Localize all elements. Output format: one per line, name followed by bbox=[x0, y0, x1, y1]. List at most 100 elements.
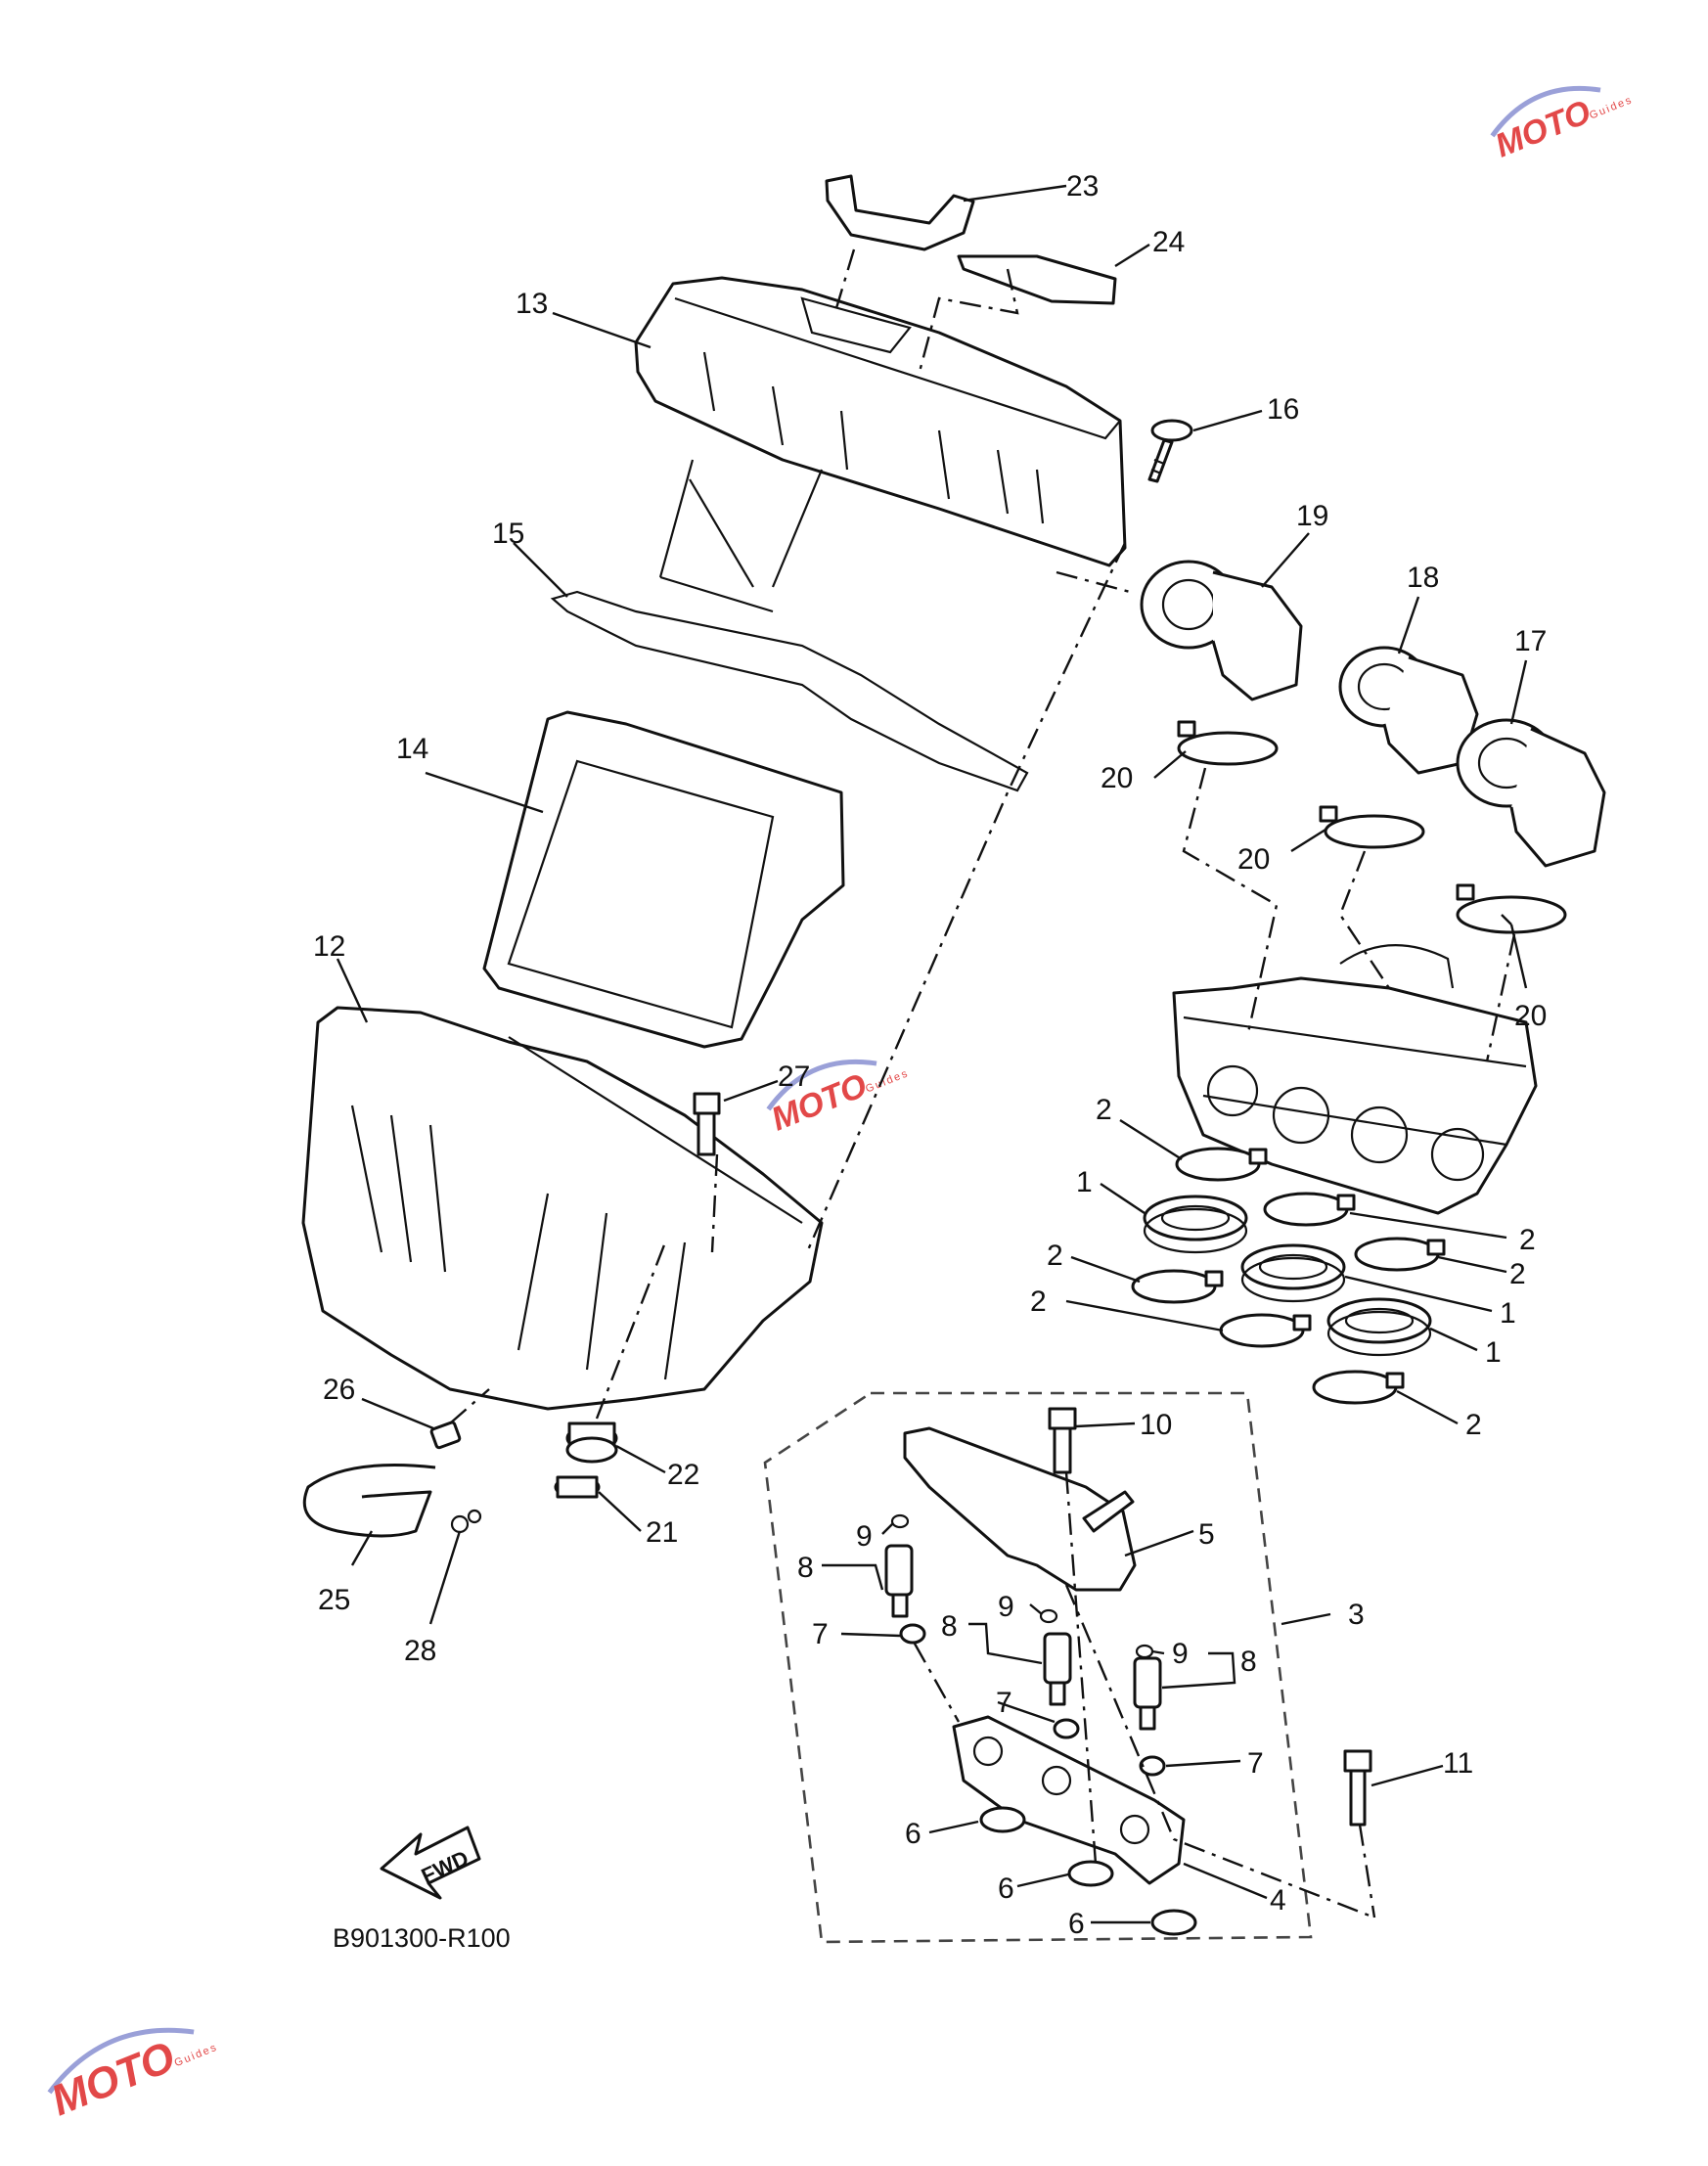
callout-2-f: 2 bbox=[1465, 1409, 1482, 1441]
intake-duct-19 bbox=[1140, 560, 1303, 701]
watermark-brand: MOTO bbox=[45, 2033, 182, 2126]
callout-6-c: 6 bbox=[1068, 1908, 1085, 1940]
callout-25: 25 bbox=[318, 1584, 350, 1616]
callout-17: 17 bbox=[1514, 625, 1547, 657]
o-ring bbox=[890, 1513, 910, 1529]
callout-9-b: 9 bbox=[998, 1591, 1014, 1623]
callout-14: 14 bbox=[396, 733, 428, 765]
callout-20-c: 20 bbox=[1514, 1000, 1547, 1032]
injector-assembly-boundary bbox=[763, 1391, 1313, 1944]
callout-2-b: 2 bbox=[1519, 1224, 1536, 1256]
damper bbox=[565, 1421, 618, 1464]
grommet bbox=[899, 1623, 926, 1645]
callout-9-c: 9 bbox=[1172, 1638, 1189, 1670]
intake-joint bbox=[1143, 1195, 1248, 1254]
callout-5: 5 bbox=[1198, 1518, 1215, 1551]
joint-clamp bbox=[1219, 1313, 1312, 1348]
o-ring bbox=[1039, 1608, 1058, 1624]
intake-joint bbox=[1326, 1297, 1432, 1357]
screw bbox=[1147, 419, 1193, 483]
bolt bbox=[693, 1092, 721, 1156]
callout-28: 28 bbox=[404, 1635, 436, 1667]
callout-21: 21 bbox=[646, 1516, 678, 1549]
hose-clamp bbox=[1319, 805, 1425, 849]
callout-7-c: 7 bbox=[1247, 1747, 1264, 1780]
injector-holder bbox=[952, 1715, 1186, 1885]
callout-7-a: 7 bbox=[812, 1618, 829, 1650]
callout-19: 19 bbox=[1296, 500, 1328, 532]
joint-clamp bbox=[1175, 1147, 1268, 1182]
drawing-code: B901300-R100 bbox=[333, 1923, 511, 1953]
callout-7-b: 7 bbox=[996, 1687, 1012, 1719]
callout-20-b: 20 bbox=[1237, 843, 1270, 876]
seal bbox=[1067, 1860, 1114, 1887]
top-stay bbox=[825, 174, 975, 251]
watermark-brand: MOTO bbox=[1490, 93, 1596, 164]
callout-13: 13 bbox=[516, 288, 548, 320]
callout-18: 18 bbox=[1407, 562, 1439, 594]
joint-clamp bbox=[1131, 1269, 1224, 1304]
bolt bbox=[1048, 1407, 1077, 1474]
callout-11: 11 bbox=[1443, 1747, 1473, 1780]
callout-2-a: 2 bbox=[1096, 1094, 1112, 1126]
collar bbox=[554, 1475, 601, 1499]
callout-6-a: 6 bbox=[905, 1818, 921, 1850]
intake-duct-17 bbox=[1456, 718, 1606, 868]
callout-22: 22 bbox=[667, 1459, 699, 1491]
callout-2-c: 2 bbox=[1047, 1240, 1063, 1272]
callout-4: 4 bbox=[1270, 1884, 1286, 1917]
joint-clamp bbox=[1354, 1237, 1446, 1272]
delivery-pipe bbox=[903, 1426, 1137, 1592]
joint-clamp bbox=[1312, 1370, 1405, 1405]
callout-20-a: 20 bbox=[1101, 762, 1133, 794]
callout-27: 27 bbox=[778, 1060, 810, 1093]
seal bbox=[1150, 1909, 1197, 1936]
drain-plug bbox=[429, 1421, 462, 1450]
air-filter-element bbox=[482, 710, 845, 1049]
callout-16: 16 bbox=[1267, 393, 1299, 426]
callout-24: 24 bbox=[1152, 226, 1185, 258]
gasket bbox=[550, 590, 1029, 792]
drain-hose bbox=[302, 1464, 436, 1538]
watermark-sub: Guides bbox=[1588, 94, 1635, 122]
callout-1-c: 1 bbox=[1485, 1336, 1502, 1369]
callout-12: 12 bbox=[313, 930, 345, 963]
fuel-injector bbox=[884, 1544, 914, 1618]
fuel-injector bbox=[1043, 1632, 1072, 1706]
intake-joint bbox=[1240, 1243, 1346, 1303]
callout-8-a: 8 bbox=[797, 1552, 814, 1584]
airbox-lower-case bbox=[301, 1006, 824, 1411]
seal bbox=[979, 1806, 1026, 1833]
intake-duct-18 bbox=[1338, 646, 1479, 775]
bolt bbox=[1343, 1749, 1372, 1827]
watermark-sub: Guides bbox=[173, 2042, 220, 2070]
grommet bbox=[1053, 1718, 1080, 1739]
callout-15: 15 bbox=[492, 518, 524, 550]
watermark-sub: Guides bbox=[864, 1067, 911, 1096]
fuel-injector bbox=[1133, 1656, 1162, 1731]
o-ring bbox=[1135, 1644, 1154, 1659]
callout-6-b: 6 bbox=[998, 1873, 1014, 1905]
hose-clamp bbox=[1456, 883, 1567, 934]
joint-clamp bbox=[1263, 1192, 1356, 1227]
callout-1-a: 1 bbox=[1076, 1166, 1093, 1198]
callout-23: 23 bbox=[1066, 170, 1099, 203]
callout-numbers: 23 24 13 16 15 19 18 17 14 20 20 20 12 2… bbox=[313, 170, 1547, 1940]
callout-8-c: 8 bbox=[1240, 1646, 1257, 1678]
hose-clamp bbox=[1177, 720, 1279, 766]
callout-26: 26 bbox=[323, 1374, 355, 1406]
callout-1-b: 1 bbox=[1500, 1297, 1516, 1330]
callout-8-b: 8 bbox=[941, 1610, 958, 1643]
alignment-lines bbox=[449, 248, 1516, 1919]
hose-clip bbox=[450, 1509, 482, 1534]
callout-9-a: 9 bbox=[856, 1520, 873, 1553]
callout-3: 3 bbox=[1348, 1599, 1365, 1631]
watermark-top-right: MOTO Guides bbox=[1490, 85, 1635, 165]
forward-arrow: FWD bbox=[380, 1826, 481, 1900]
callout-10: 10 bbox=[1140, 1409, 1172, 1441]
airbox-cover bbox=[634, 276, 1127, 613]
grommet bbox=[1139, 1755, 1166, 1777]
leader-lines bbox=[336, 184, 1528, 1924]
callout-2-d: 2 bbox=[1509, 1258, 1526, 1290]
